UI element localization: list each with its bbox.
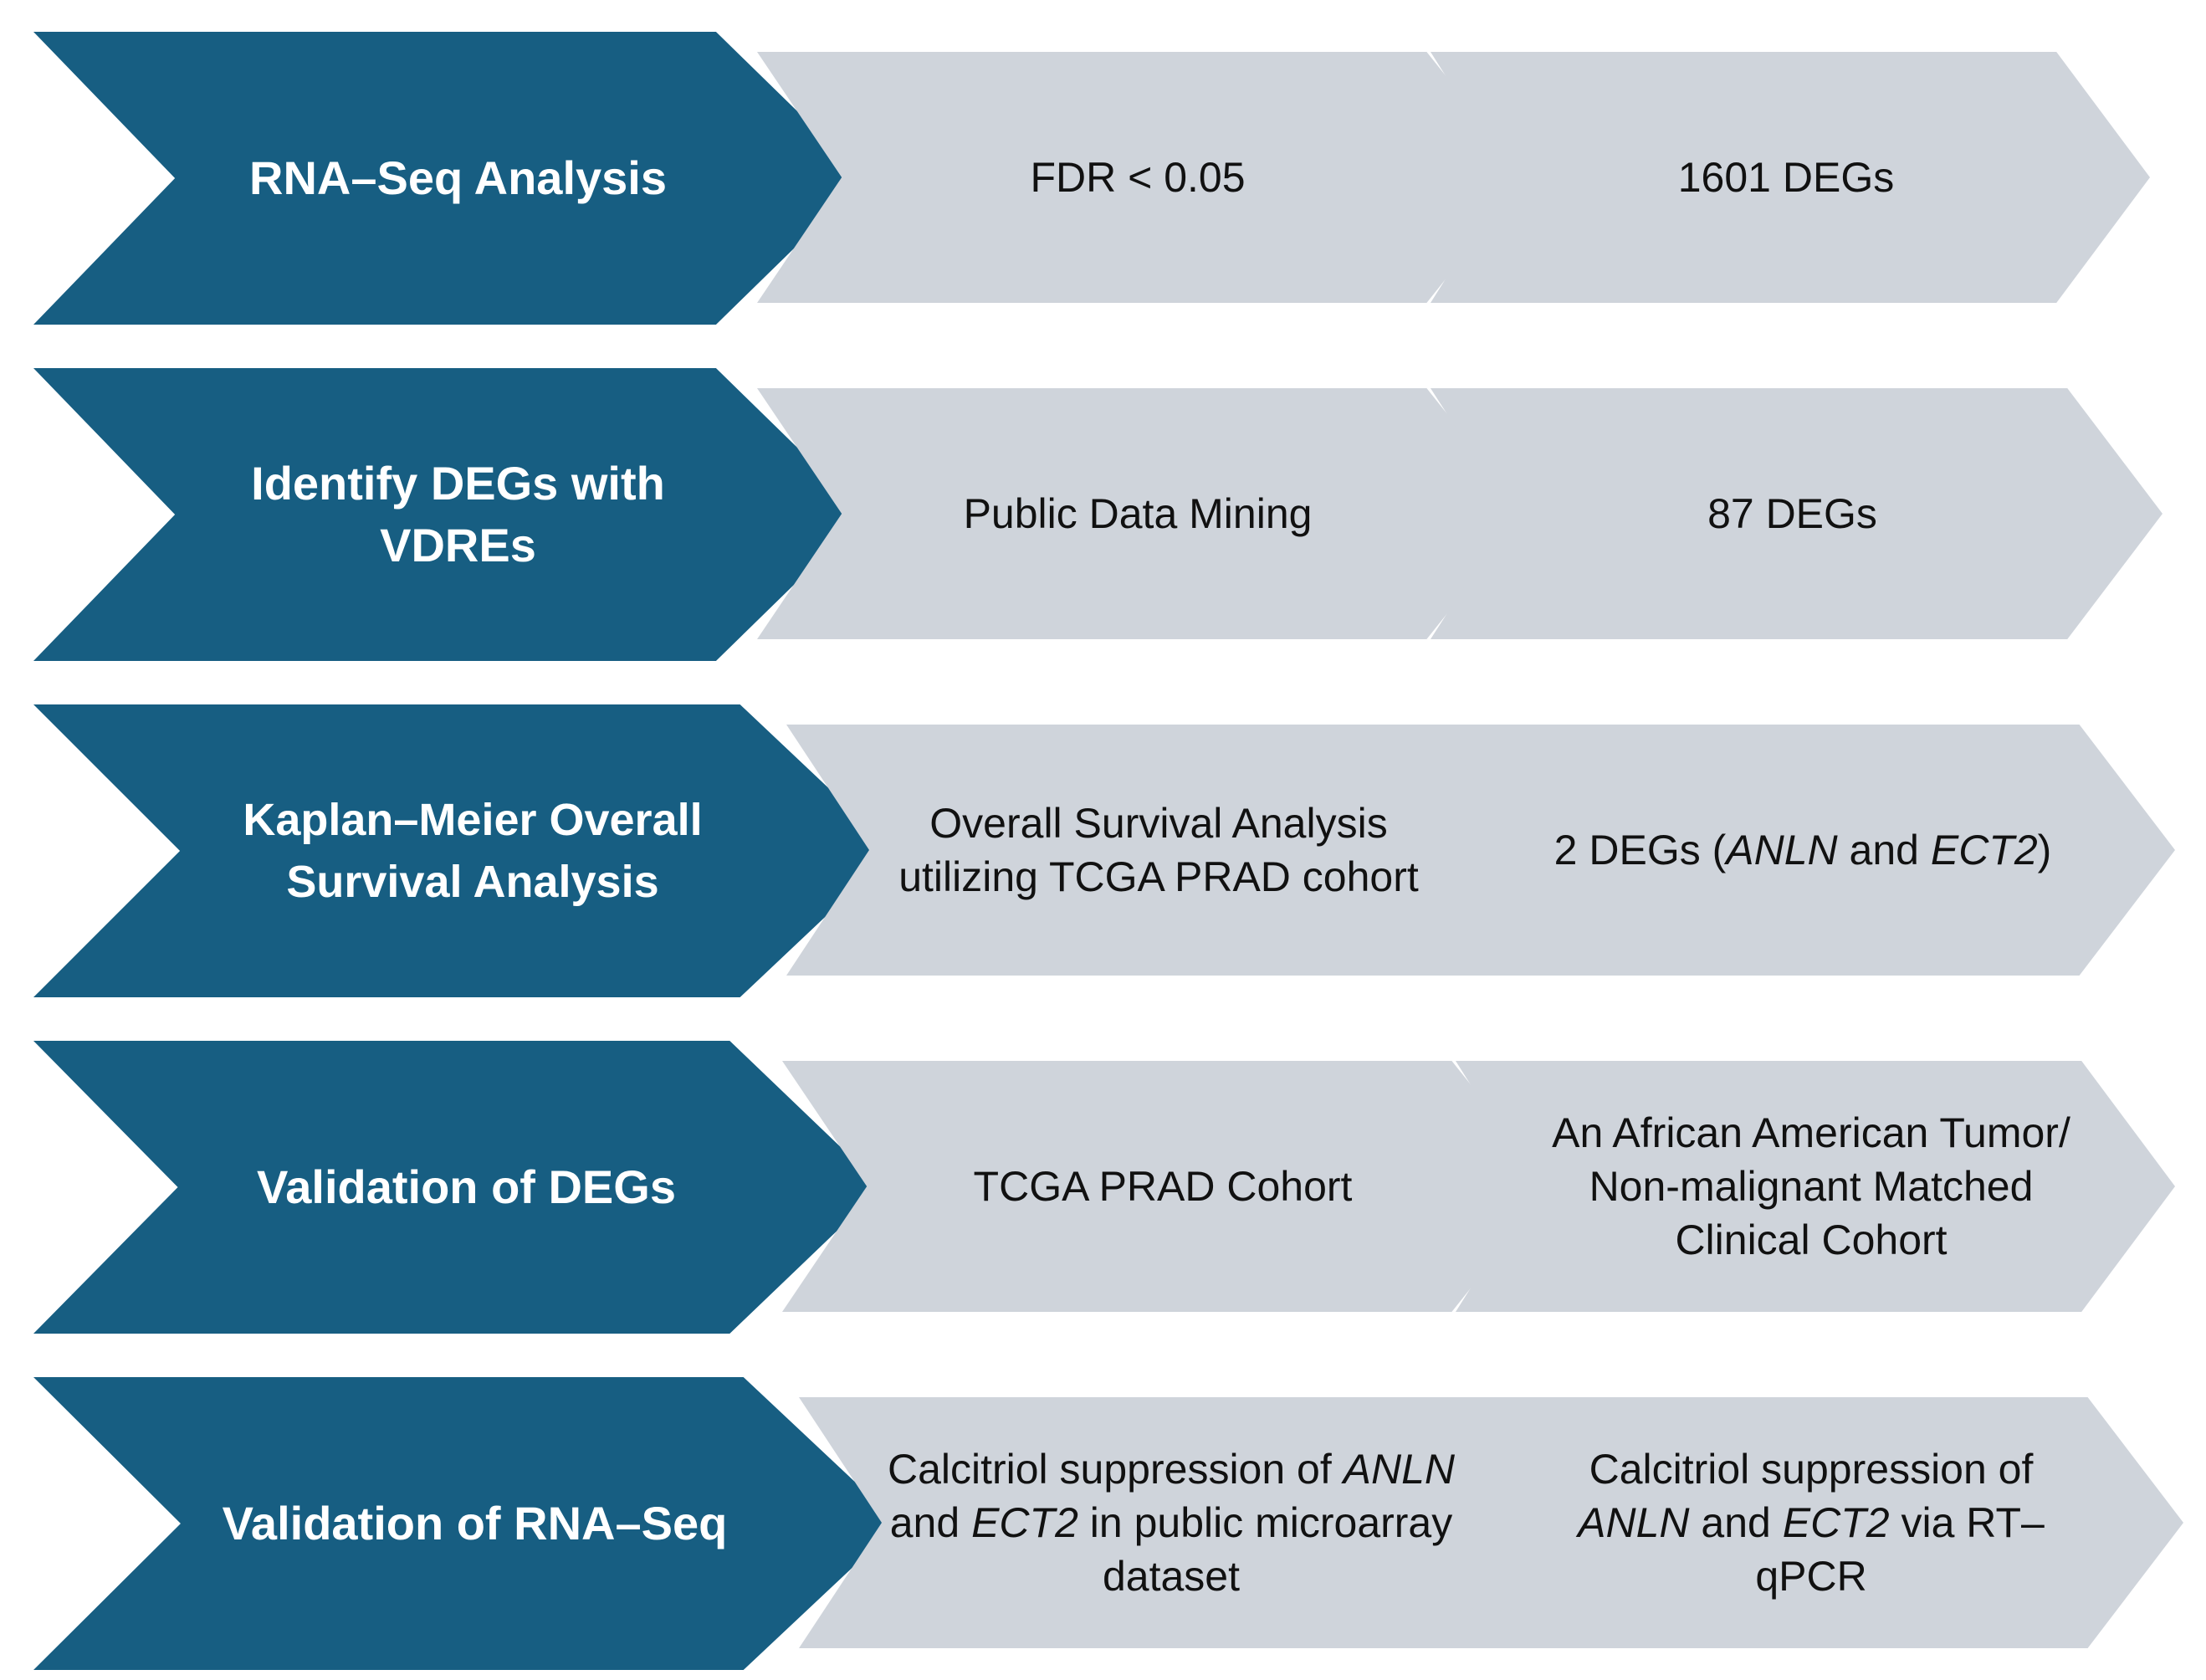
text-part: in public microarray dataset: [1077, 1499, 1453, 1600]
flow-row-1: RNA–Seq Analysis FDR < 0.05 1601 DEGs: [0, 32, 2206, 325]
detail-label: Calcitriol suppression of ANLN and ECT2 …: [1531, 1442, 2091, 1603]
detail-label: Overall Survival Analysis utilizing TCGA…: [898, 800, 1419, 900]
detail-label: Public Data Mining: [963, 490, 1313, 537]
step-chevron-4: Validation of DEGs: [33, 1041, 883, 1334]
text-part: ): [2037, 827, 2052, 873]
detail-label: 2 DEGs (ANLN and ECT2): [1554, 823, 2052, 877]
text-part: via RT–qPCR: [1755, 1499, 2045, 1600]
step-chevron-3: Kaplan–Meier Overall Survival Analysis: [33, 704, 895, 997]
text-part: Calcitriol suppression of: [1589, 1446, 2034, 1493]
gene-name: ANLN: [1726, 827, 1838, 873]
detail-label: 87 DEGs: [1707, 490, 1877, 537]
gene-name: ECT2: [971, 1499, 1078, 1546]
step-chevron-2: Identify DEGs with VDREs: [33, 368, 866, 661]
gene-name: ECT2: [1930, 827, 2038, 873]
detail-label: 1601 DEGs: [1677, 154, 1895, 201]
text-part: and: [1689, 1499, 1783, 1546]
gene-name: ECT2: [1782, 1499, 1890, 1546]
gene-name: ANLN: [1578, 1499, 1690, 1546]
detail-label: An African American Tumor/ Non-malignant…: [1552, 1109, 2070, 1263]
detail-label: Calcitriol suppression of ANLN and ECT2 …: [883, 1442, 1460, 1603]
text-part: and: [889, 1499, 972, 1546]
gene-name: ANLN: [1343, 1446, 1456, 1493]
flow-row-2: Identify DEGs with VDREs Public Data Min…: [0, 368, 2206, 661]
step-label: RNA–Seq Analysis: [249, 151, 667, 204]
text-part: Calcitriol suppression of: [887, 1446, 1344, 1493]
step-label: Validation of DEGs: [257, 1160, 676, 1213]
detail-chevron-2a: Public Data Mining: [757, 388, 1527, 639]
detail-chevron-5a: Calcitriol suppression of ANLN and ECT2 …: [799, 1397, 1552, 1648]
detail-chevron-1b: 1601 DEGs: [1431, 52, 2150, 303]
detail-label: FDR < 0.05: [1030, 154, 1246, 201]
flow-row-5: Validation of RNA–Seq Calcitriol suppres…: [0, 1377, 2206, 1670]
detail-chevron-3b: 2 DEGs (ANLN and ECT2): [1439, 725, 2175, 976]
detail-chevron-4b: An African American Tumor/ Non-malignant…: [1456, 1061, 2175, 1312]
step-label: Identify DEGs with VDREs: [251, 457, 665, 571]
step-chevron-5: Validation of RNA–Seq: [33, 1377, 899, 1670]
detail-chevron-3a: Overall Survival Analysis utilizing TCGA…: [786, 725, 1539, 976]
text-part: 2 DEGs (: [1553, 827, 1727, 873]
flow-row-3: Kaplan–Meier Overall Survival Analysis O…: [0, 704, 2206, 997]
detail-chevron-4a: TCGA PRAD Cohort: [782, 1061, 1552, 1312]
detail-label: TCGA PRAD Cohort: [973, 1163, 1353, 1210]
detail-chevron-1a: FDR < 0.05: [757, 52, 1527, 303]
flow-row-4: Validation of DEGs TCGA PRAD Cohort An A…: [0, 1041, 2206, 1334]
detail-chevron-5b: Calcitriol suppression of ANLN and ECT2 …: [1447, 1397, 2183, 1648]
step-label: Kaplan–Meier Overall Survival Analysis: [243, 795, 703, 907]
text-part: and: [1837, 827, 1931, 873]
detail-chevron-2b: 87 DEGs: [1431, 388, 2162, 639]
step-chevron-1: RNA–Seq Analysis: [33, 32, 866, 325]
step-label: Validation of RNA–Seq: [222, 1497, 728, 1549]
